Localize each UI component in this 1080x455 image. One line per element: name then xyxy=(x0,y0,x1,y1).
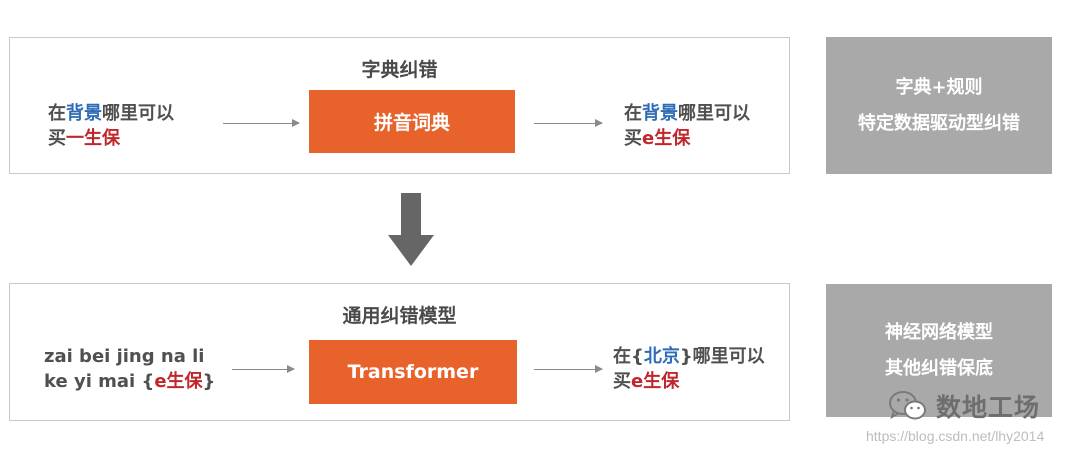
general-correction-model-panel: 通用纠错模型 zai bei jing na li ke yi mai {e生保… xyxy=(9,283,790,421)
highlight-text: e生保 xyxy=(642,128,691,149)
highlight-text: e生保 xyxy=(631,371,680,392)
input-line-2: 买一生保 xyxy=(48,128,120,149)
output-text: 在{北京}哪里可以 买e生保 xyxy=(613,344,765,394)
input-line-1: 在背景哪里可以 xyxy=(48,103,174,124)
watermark: 数地工场 xyxy=(888,388,1040,424)
panel-title: 字典纠错 xyxy=(361,59,438,81)
watermark-text: 数地工场 xyxy=(936,393,1041,422)
watermark-url: https://blog.csdn.net/lhy2014 xyxy=(866,428,1045,444)
input-text: 在背景哪里可以 买一生保 xyxy=(48,101,174,151)
output-text: 在背景哪里可以 买e生保 xyxy=(624,101,750,151)
input-text: zai bei jing na li ke yi mai {e生保} xyxy=(44,344,215,394)
right-arrow-icon xyxy=(232,365,295,373)
dictionary-rules-box: 字典+规则 特定数据驱动型纠错 xyxy=(826,37,1052,174)
transformer-box: Transformer xyxy=(309,340,517,404)
output-line-1: 在背景哪里可以 xyxy=(624,103,750,124)
highlight-text: e生保 xyxy=(154,371,203,392)
input-line-2: ke yi mai {e生保} xyxy=(44,371,216,392)
highlight-text: 北京 xyxy=(643,346,680,367)
right-arrow-icon xyxy=(223,119,300,127)
output-line-2: 买e生保 xyxy=(613,371,680,392)
output-line-2: 买e生保 xyxy=(624,128,691,149)
input-line-1: zai bei jing na li xyxy=(44,346,205,367)
pinyin-dictionary-box: 拼音词典 xyxy=(309,90,515,153)
output-line-1: 在{北京}哪里可以 xyxy=(613,346,765,367)
right-arrow-icon xyxy=(534,119,603,127)
highlight-text: 背景 xyxy=(66,103,102,124)
side-label-line-1: 神经网络模型 xyxy=(885,321,993,343)
dictionary-correction-panel: 字典纠错 在背景哪里可以 买一生保 拼音词典 在背景哪里可以 买e生保 xyxy=(9,37,790,174)
neural-network-box: 神经网络模型 其他纠错保底 xyxy=(826,284,1052,417)
right-arrow-icon xyxy=(534,365,603,373)
highlight-text: 背景 xyxy=(642,103,678,124)
side-label-line-2: 其他纠错保底 xyxy=(885,357,993,379)
wechat-icon xyxy=(889,391,926,420)
side-label-line-2: 特定数据驱动型纠错 xyxy=(858,112,1020,134)
side-label-line-1: 字典+规则 xyxy=(895,76,983,98)
panel-title: 通用纠错模型 xyxy=(342,305,457,327)
highlight-text: 一生保 xyxy=(66,128,120,149)
down-arrow-icon xyxy=(388,193,434,266)
